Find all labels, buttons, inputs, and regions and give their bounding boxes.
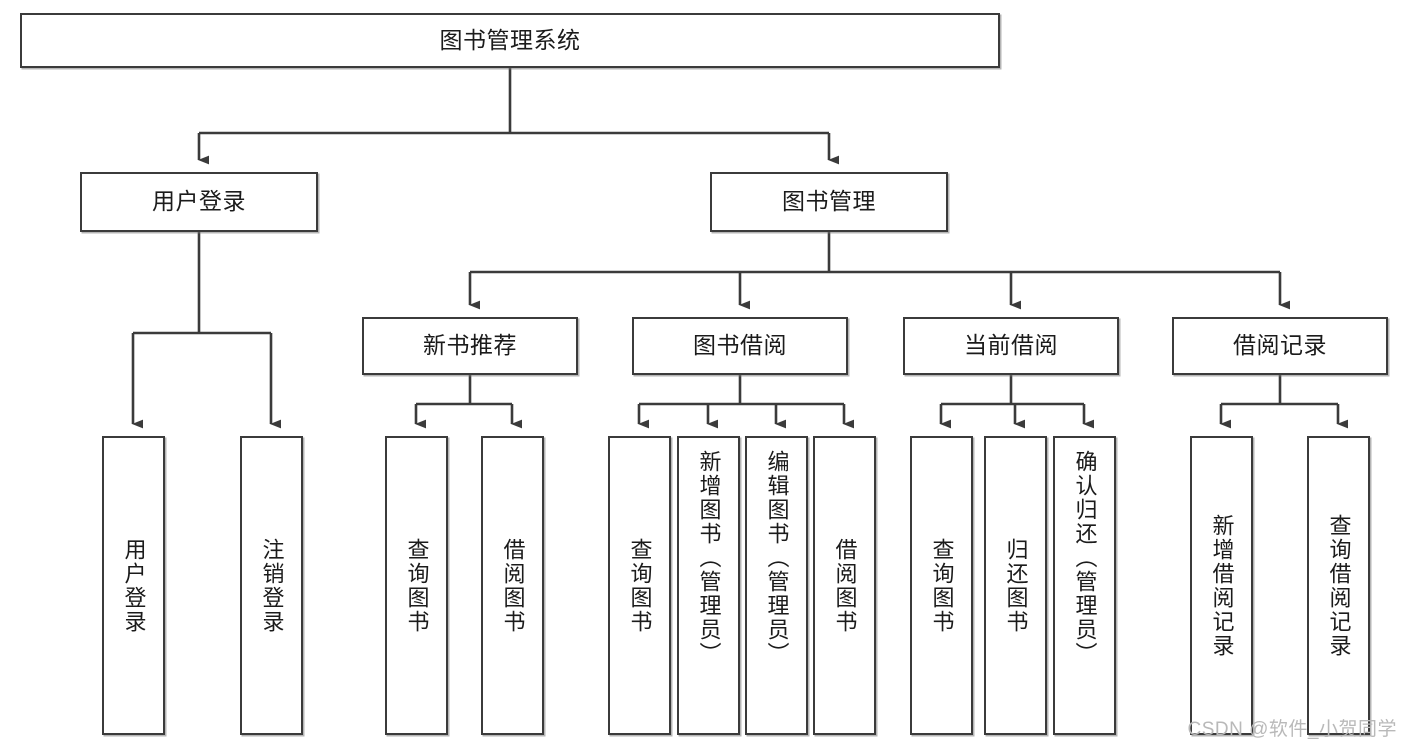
node-leaf-borrow-book-2[interactable]: 借阅图书 [813,436,876,735]
node-leaf-return-book[interactable]: 归还图书 [984,436,1047,735]
node-label-leaf-query-record: 查询借阅记录 [1326,513,1352,658]
node-label-leaf-query-book-1: 查询图书 [404,537,430,634]
node-label-leaf-logout: 注销登录 [259,537,285,634]
node-borrow-record[interactable]: 借阅记录 [1172,317,1388,375]
node-label-leaf-add-book: 新增图书（管理员） [696,450,722,666]
node-label-root: 图书管理系统 [439,26,581,53]
node-label-leaf-edit-book: 编辑图书（管理员） [764,450,790,666]
node-leaf-logout[interactable]: 注销登录 [240,436,303,735]
node-leaf-confirm-return[interactable]: 确认归还（管理员） [1053,436,1116,735]
watermark-text: CSDN @软件_小贺同学 [1187,719,1397,740]
node-root[interactable]: 图书管理系统 [20,13,1000,68]
node-label-book-manage: 图书管理 [782,188,876,215]
node-current-borrow[interactable]: 当前借阅 [903,317,1119,375]
node-label-leaf-borrow-book-2: 借阅图书 [832,537,858,634]
node-book-manage[interactable]: 图书管理 [710,172,948,232]
node-label-book-borrow: 图书借阅 [693,332,787,359]
node-label-user-login: 用户登录 [152,188,246,215]
node-label-new-book-rec: 新书推荐 [423,332,517,359]
node-leaf-borrow-book-1[interactable]: 借阅图书 [481,436,544,735]
node-label-leaf-add-record: 新增借阅记录 [1209,513,1235,658]
node-leaf-query-book-1[interactable]: 查询图书 [385,436,448,735]
node-book-borrow[interactable]: 图书借阅 [632,317,848,375]
node-label-leaf-user-login: 用户登录 [121,537,147,634]
node-label-leaf-query-book-2: 查询图书 [627,537,653,634]
node-label-leaf-query-book-3: 查询图书 [929,537,955,634]
node-leaf-add-book[interactable]: 新增图书（管理员） [677,436,740,735]
node-label-leaf-confirm-return: 确认归还（管理员） [1072,450,1098,666]
node-leaf-edit-book[interactable]: 编辑图书（管理员） [745,436,808,735]
node-leaf-query-book-3[interactable]: 查询图书 [910,436,973,735]
node-leaf-query-book-2[interactable]: 查询图书 [608,436,671,735]
node-new-book-rec[interactable]: 新书推荐 [362,317,578,375]
node-leaf-query-record[interactable]: 查询借阅记录 [1307,436,1370,735]
node-label-borrow-record: 借阅记录 [1233,332,1327,359]
node-label-leaf-return-book: 归还图书 [1003,537,1029,634]
node-leaf-add-record[interactable]: 新增借阅记录 [1190,436,1253,735]
node-label-current-borrow: 当前借阅 [964,332,1058,359]
node-leaf-user-login[interactable]: 用户登录 [102,436,165,735]
node-label-leaf-borrow-book-1: 借阅图书 [500,537,526,634]
node-user-login[interactable]: 用户登录 [80,172,318,232]
